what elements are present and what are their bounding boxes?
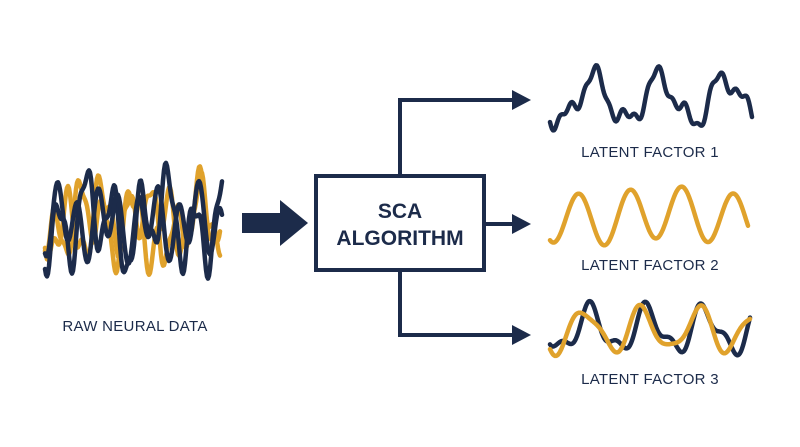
arrowhead-factor-3-icon [512,325,531,345]
connector-arrowheads [512,90,531,345]
latent-factor-1-label: LATENT FACTOR 1 [581,144,719,161]
latent-factor-3-gold-wave [547,302,753,359]
latent-factor-3-label: LATENT FACTOR 3 [581,371,719,388]
latent-factor-2-wave [547,184,751,248]
connector-factor-3 [398,270,515,337]
sca-algorithm-box [314,174,486,272]
connector-factor-1 [398,98,515,176]
raw-navy-wave-2 [42,178,225,267]
arrowhead-factor-2-icon [512,214,531,234]
algorithm-title-line2: ALGORITHM [336,227,463,250]
arrowhead-factor-1-icon [512,90,531,110]
latent-factor-2-label: LATENT FACTOR 2 [581,257,719,274]
algorithm-title-line1: SCA [378,200,422,223]
latent-factor-1-wave [547,63,755,133]
output-connectors [398,98,515,337]
raw-neural-data-waveforms [42,160,225,281]
input-arrow-icon [242,200,308,246]
raw-neural-data-label: RAW NEURAL DATA [62,318,207,335]
